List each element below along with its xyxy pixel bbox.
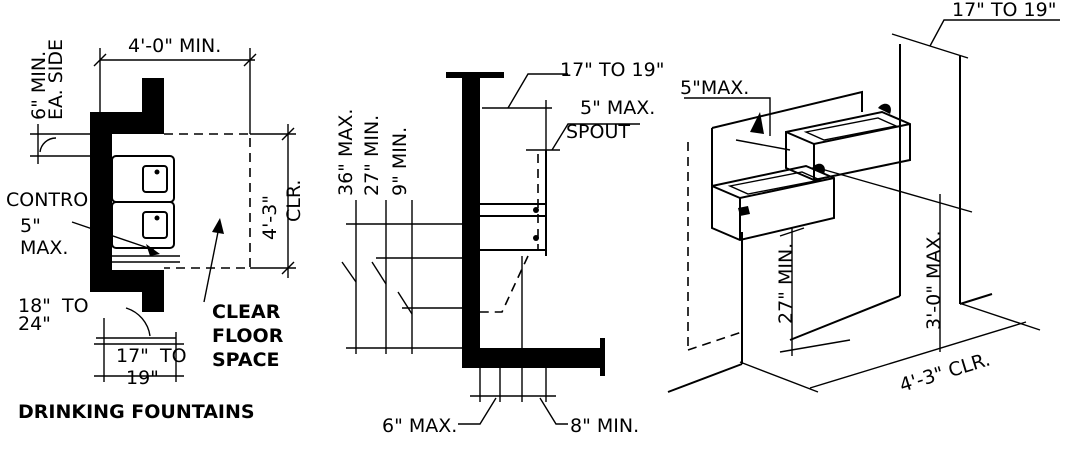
fountain-basin-upper — [142, 165, 168, 193]
plan-wall-top — [142, 78, 164, 114]
knee-clearance-dash — [480, 255, 529, 313]
width-dim-label: 4'-0" MIN. — [128, 35, 221, 57]
spout-max-label: 5" MAX. — [580, 97, 655, 119]
iso-lower-basin — [727, 171, 823, 195]
h36-leader — [341, 261, 357, 283]
spout-leader — [551, 123, 640, 151]
iso-wall-floor-dash — [687, 331, 743, 351]
plan-wall-back — [90, 112, 112, 292]
iso-reach-leader — [929, 19, 1060, 47]
iso-back-panel-top — [711, 90, 863, 129]
iso-floor-far — [959, 293, 993, 305]
iso-spout-label: 5"MAX. — [680, 77, 749, 99]
range-24-label: 24" — [18, 313, 51, 335]
width-tick-left — [93, 53, 107, 67]
h36-label: 36" MAX. — [335, 109, 357, 196]
iso-reach-label: 17" TO 19" — [952, 0, 1056, 21]
iso-clr-dim-line — [809, 321, 1027, 389]
section-wall — [462, 72, 480, 368]
side-dim-label-2: EA. SIDE — [45, 39, 67, 120]
range-to-label: TO — [61, 295, 89, 317]
clear-label-2: FLOOR — [212, 325, 284, 347]
side-dim-arc — [39, 137, 57, 153]
clear-floor-arrow-line — [203, 231, 219, 303]
section-floor-end — [600, 338, 605, 376]
iso-clr-ext-right — [961, 303, 1041, 331]
fountain-basin-lower — [142, 211, 168, 239]
fountain-control — [533, 235, 539, 241]
depth-clr-label: CLR. — [283, 180, 305, 222]
h9-label: 9" MIN. — [389, 127, 411, 196]
depth-tick-top — [281, 127, 295, 141]
bottom-6-label: 6" MAX. — [382, 415, 457, 437]
h27-label: 27" MIN. — [361, 115, 383, 196]
fountain-bubbler — [533, 207, 539, 213]
controls-max-label: MAX. — [20, 237, 68, 259]
iso-lower-spout — [812, 163, 825, 174]
iso-spout-ext — [735, 139, 791, 151]
controls-arrow — [146, 244, 160, 256]
iso-upper-spout — [878, 103, 891, 114]
clear-label-3: SPACE — [212, 349, 280, 371]
iso-spout-leader — [684, 97, 771, 136]
isometric-view: 17" TO 19" 5"MAX. 27" MIN. 3'-0" MAX. 4'… — [667, 0, 1060, 397]
fountain-spout-upper — [154, 169, 160, 175]
plan-view: 4'-0" MIN. 6" MIN. EA. SIDE 4'-3" CLR. C… — [6, 35, 305, 423]
iso-lower-unit — [711, 164, 835, 242]
diagram-caption: DRINKING FOUNTAINS — [18, 401, 255, 423]
iso-h30-ext-top — [817, 167, 973, 213]
iso-h27-tick-top — [779, 227, 805, 237]
depth-tick-bottom — [281, 261, 295, 275]
range-17-label: 17" — [116, 345, 149, 367]
width-tick-right — [243, 53, 257, 67]
bottom-8-label: 8" MIN. — [570, 415, 639, 437]
bottom-6-leader — [458, 397, 497, 425]
range-to-label-2: TO — [159, 345, 187, 367]
spout-label: SPOUT — [566, 121, 630, 143]
iso-h27-floor-ext — [779, 339, 851, 353]
clear-floor-arrow-head — [212, 218, 224, 234]
iso-floor-left — [667, 363, 743, 393]
fountain-spout-lower — [154, 215, 160, 221]
iso-control-button — [738, 206, 750, 216]
side-dim-label-1: 6" MIN. — [28, 51, 50, 120]
section-floor — [462, 348, 602, 368]
bottom-8-leader — [539, 397, 568, 425]
range-arc — [125, 307, 151, 337]
iso-upper-basin — [803, 117, 899, 141]
plan-wall-bottom — [142, 270, 164, 312]
h9-leader — [397, 291, 413, 315]
iso-h27-label: 27" MIN. — [775, 243, 797, 324]
iso-h30-label: 3'-0" MAX. — [923, 231, 945, 330]
controls-max-5: 5" — [20, 215, 41, 237]
range-18-label: 18" — [18, 295, 51, 317]
iso-clr-label: 4'-3" CLR. — [897, 348, 993, 396]
range-19-label: 19" — [126, 367, 159, 389]
section-view: 17" TO 19" 5" MAX. SPOUT 36" MAX. 27" MI… — [335, 59, 664, 437]
h27-leader — [371, 261, 387, 285]
iso-clr-ext-left — [739, 361, 819, 393]
iso-floor-mid — [789, 295, 901, 341]
controls-leader — [71, 221, 155, 251]
reach-leader — [507, 73, 568, 109]
section-reach-label: 17" TO 19" — [560, 59, 664, 81]
iso-spout-arrow — [750, 112, 764, 134]
fountain-unit-lower — [111, 201, 175, 249]
clear-label-1: CLEAR — [212, 301, 281, 323]
depth-dim-label: 4'-3" — [259, 195, 281, 240]
iso-upper-unit — [785, 110, 911, 182]
clear-floor-space-outline — [164, 133, 251, 269]
controls-label: CONTRO — [6, 189, 88, 211]
